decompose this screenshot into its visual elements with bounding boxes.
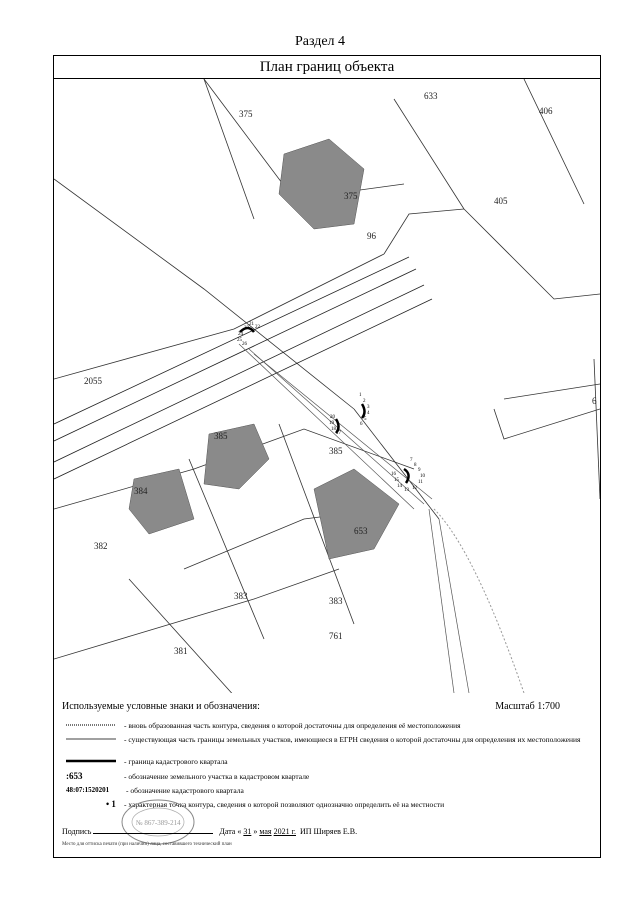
svg-text:№ 867-389-214: № 867-389-214 <box>136 819 181 827</box>
point-label: 5 <box>364 417 367 422</box>
point-label: 11 <box>418 480 423 485</box>
stamp-note: Место для оттиска печати (при наличии) л… <box>62 842 232 847</box>
legend-item: - существующая часть границы земельных у… <box>66 734 589 744</box>
point-label: 20 <box>330 415 336 420</box>
signature-label: Подпись <box>62 827 92 836</box>
legend-text: - существующая часть границы земельных у… <box>124 734 581 744</box>
parcel-label: 633 <box>424 91 438 101</box>
point-label: 13 <box>404 488 410 493</box>
legend-symbol-quarter-boundary <box>66 756 124 766</box>
legend-item: 48:07:1520201 - обозначение кадастрового… <box>66 785 591 795</box>
plan-title: План границ объекта <box>54 56 600 79</box>
point-label: 22 <box>255 325 261 330</box>
point-label: 21 <box>249 322 255 327</box>
point-label: 2 <box>363 399 366 404</box>
signature-line: Подпись Дата « 31 » мая 2021 г. ИП Ширяе… <box>62 827 358 836</box>
point-label: 26 <box>242 342 248 347</box>
parcel-label: 405 <box>494 196 508 206</box>
section-title: Раздел 4 <box>294 34 346 49</box>
stamp-seal: № 867-389-214 <box>121 799 195 845</box>
point-label: 18 <box>331 427 337 432</box>
legend: Используемые условные знаки и обозначени… <box>54 693 600 858</box>
parcel-label: 375 <box>344 191 358 201</box>
point-label: 7 <box>410 458 413 463</box>
point-label: 15 <box>394 478 400 483</box>
legend-text: - вновь образованная часть контура, свед… <box>124 720 461 730</box>
parcel-label: 383 <box>234 591 248 601</box>
legend-item: :653 - обозначение земельного участка в … <box>66 771 589 781</box>
boundary-map: 375 633 406 375 405 96 2055 385 385 384 … <box>54 79 600 693</box>
legend-text: - граница кадастрового квартала <box>124 756 228 766</box>
legend-item: - граница кадастрового квартала <box>66 756 589 766</box>
parcel-label: 406 <box>539 106 553 116</box>
parcel-label: 382 <box>94 541 108 551</box>
point-label: 25 <box>237 338 243 343</box>
signer-name: ИП Ширяев Е.В. <box>299 827 358 836</box>
parcel-label: 653 <box>354 526 368 536</box>
point-label: 16 <box>391 472 397 477</box>
parcel-label: 383 <box>329 596 343 606</box>
legend-symbol-point: • 1 <box>106 799 116 809</box>
legend-item: • 1 - характерная точка контура, сведени… <box>66 799 589 809</box>
parcel-label: 761 <box>329 631 343 641</box>
point-label: 8 <box>414 463 417 468</box>
legend-item: - вновь образованная часть контура, свед… <box>66 720 589 730</box>
legend-symbol-quarter: 48:07:1520201 <box>66 786 110 794</box>
parcel-label: 96 <box>367 231 377 241</box>
parcel-label: 375 <box>239 109 253 119</box>
legend-text: - обозначение земельного участка в кадас… <box>124 771 310 781</box>
point-label: 19 <box>329 421 335 426</box>
point-label: 17 <box>336 431 342 436</box>
parcel-label: 384 <box>134 486 148 496</box>
legend-title: Используемые условные знаки и обозначени… <box>62 701 260 712</box>
legend-text: - характерная точка контура, сведения о … <box>124 799 445 809</box>
point-label: 3 <box>367 405 370 410</box>
scale-label: Масштаб 1:700 <box>495 701 560 712</box>
point-label: 4 <box>367 411 370 416</box>
legend-symbol-parcel: :653 <box>66 771 83 781</box>
point-label: 1 <box>359 393 362 398</box>
point-label: 12 <box>412 486 418 491</box>
plan-frame: План границ объекта <box>53 55 601 858</box>
date-day: 31 <box>243 827 252 836</box>
legend-text: - обозначение кадастрового квартала <box>126 785 244 795</box>
point-label: 24 <box>238 332 244 337</box>
legend-symbol-existing-boundary <box>66 734 124 744</box>
signature-field <box>93 833 214 834</box>
point-label: 9 <box>418 468 421 473</box>
parcel-label: 6 <box>592 396 597 406</box>
date-year: 2021 г. <box>273 827 296 836</box>
date-month: мая <box>259 827 272 836</box>
legend-symbol-new-contour <box>66 720 124 730</box>
point-label: 10 <box>420 474 426 479</box>
parcel-label: 385 <box>329 446 343 456</box>
point-label: 14 <box>397 484 403 489</box>
parcel-label: 385 <box>214 431 228 441</box>
parcel-label: 381 <box>174 646 188 656</box>
date-label: Дата <box>219 827 236 836</box>
parcel-label: 2055 <box>84 376 103 386</box>
point-label: 23 <box>244 326 250 331</box>
point-label: 6 <box>360 422 363 427</box>
